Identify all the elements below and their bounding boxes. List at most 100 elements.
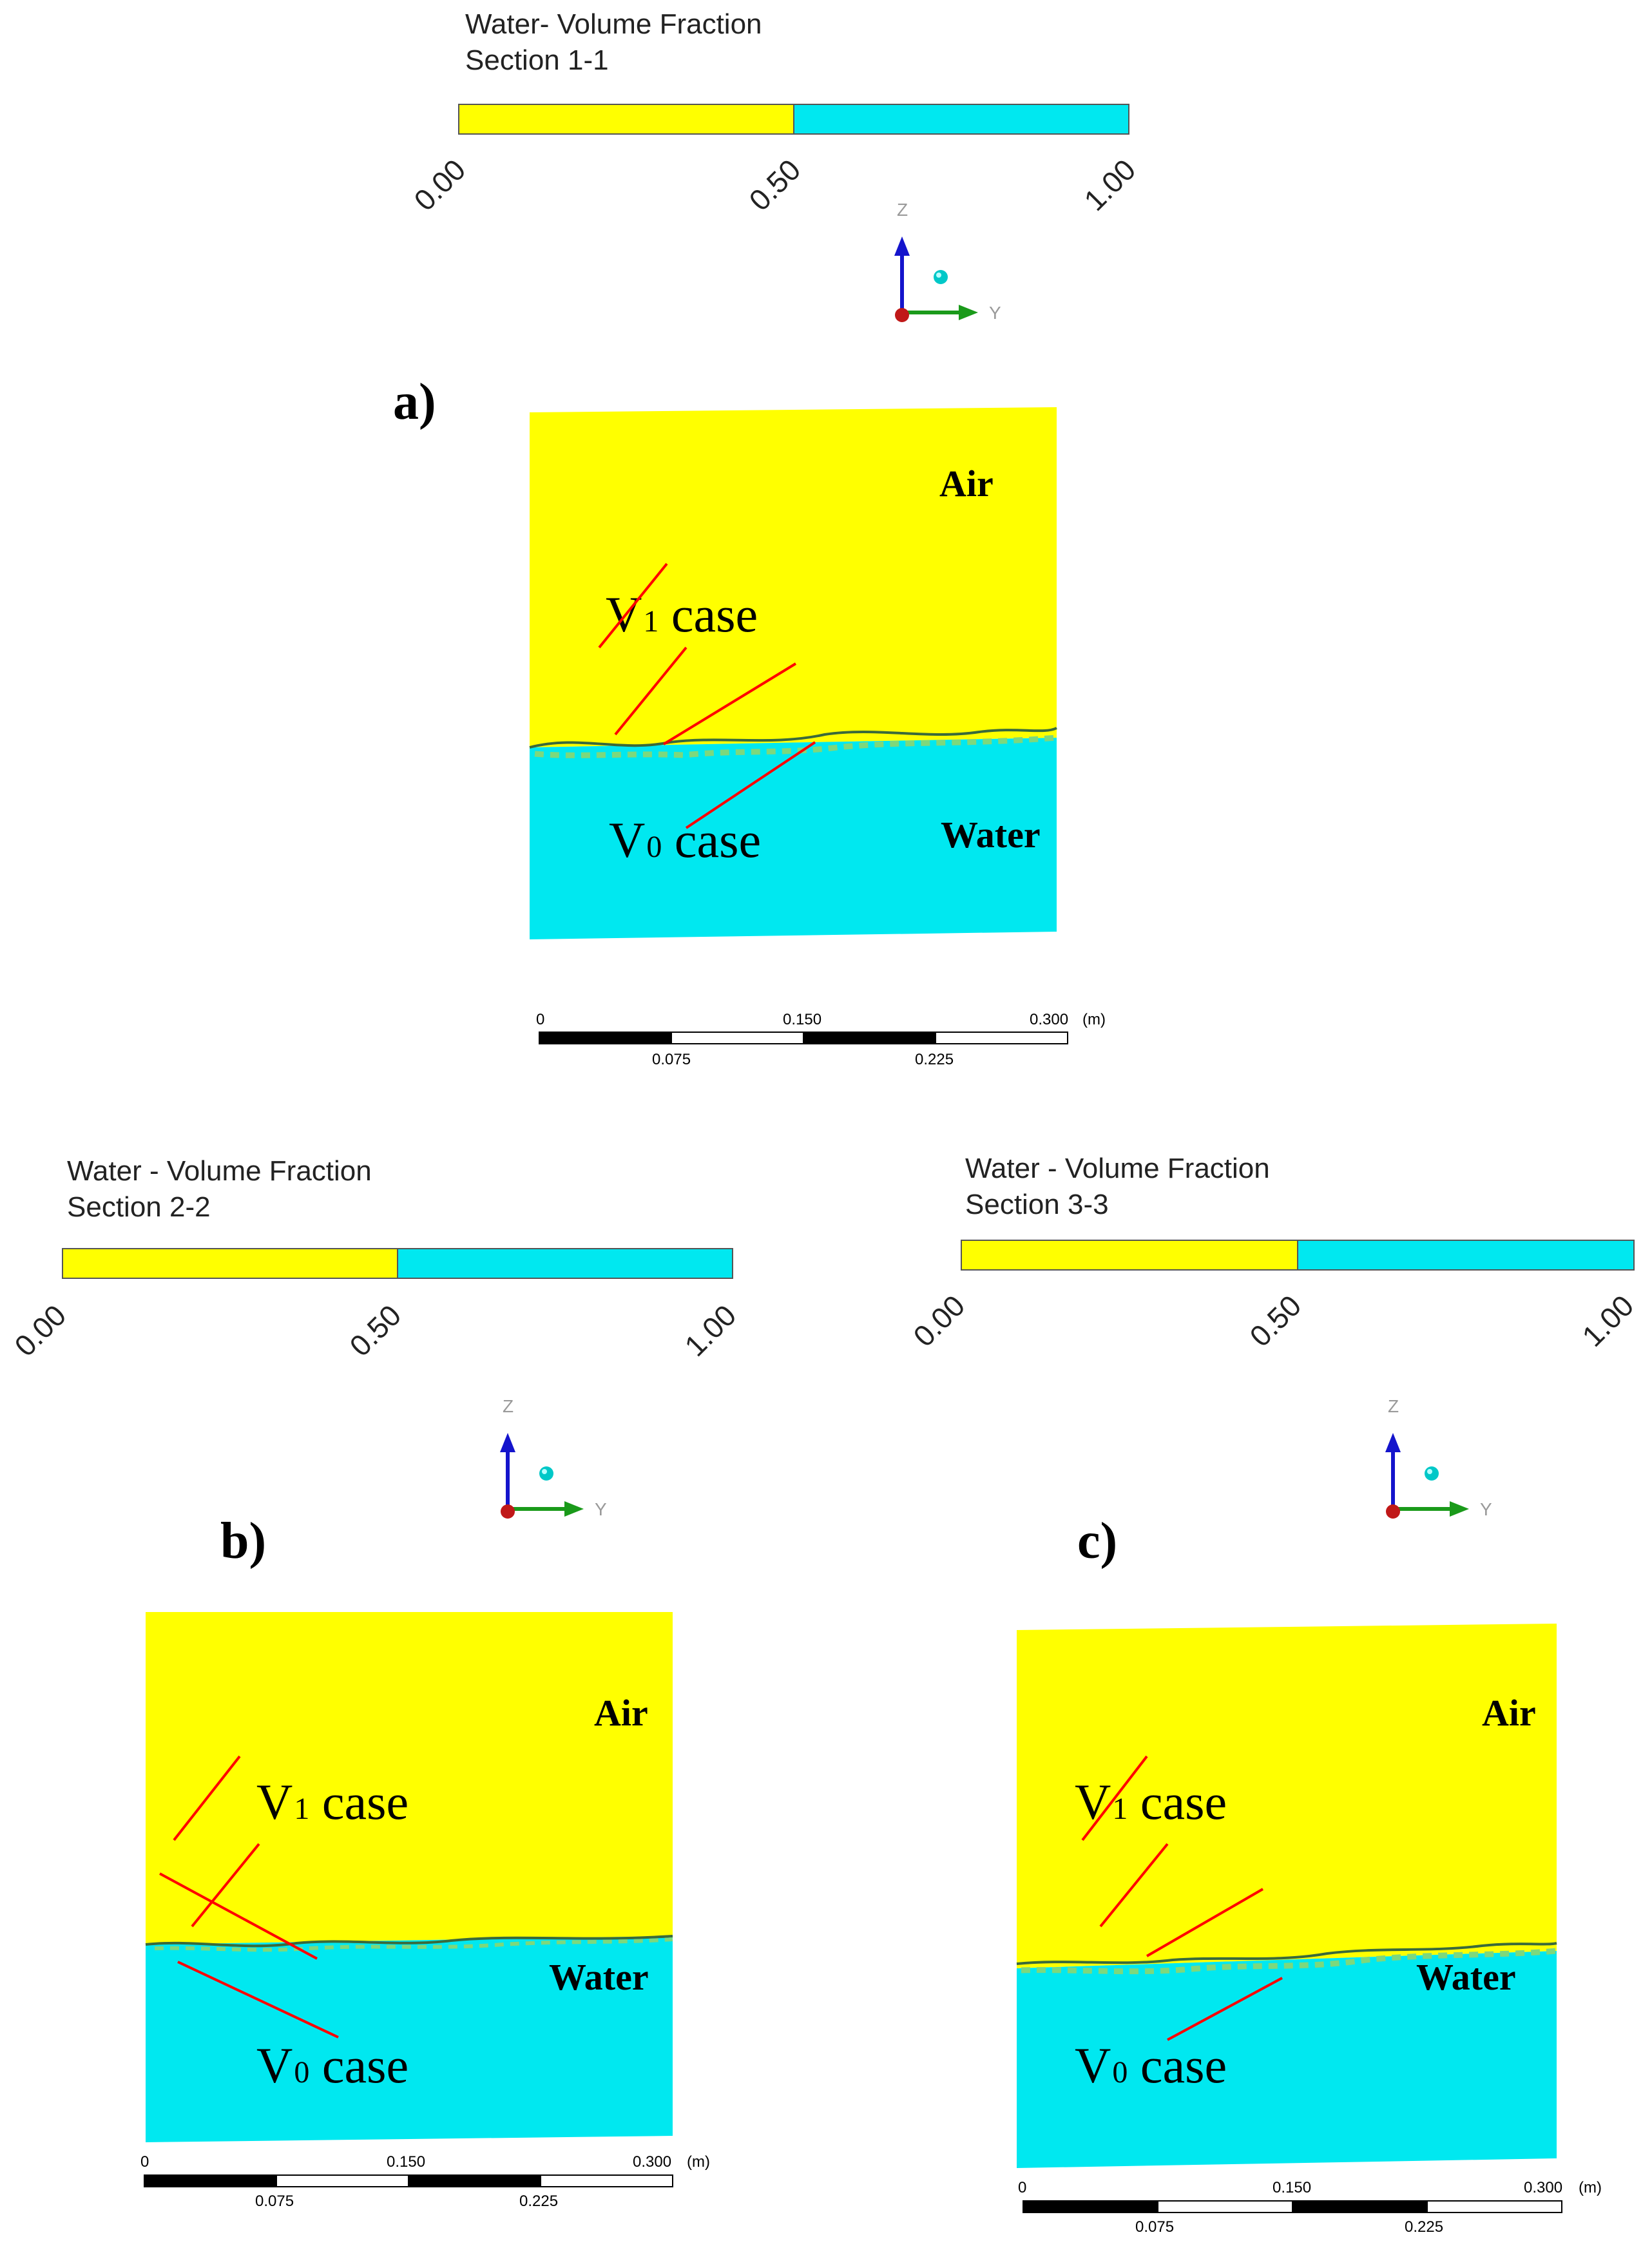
panel-label-c: c): [1077, 1513, 1117, 1569]
legend-title: Water - Volume Fraction: [67, 1155, 372, 1187]
scale-tick-0300: 0.300: [1030, 1011, 1068, 1028]
scale-tick-0300: 0.300: [633, 2153, 671, 2171]
panel-c-plot: Air Water V1 case V0 case: [1016, 1624, 1557, 2168]
legend-bar-air: [62, 1248, 398, 1279]
scale-tick-0: 0: [1018, 2179, 1026, 2196]
axis-z-label: Z: [503, 1396, 514, 1416]
legend-title: Water- Volume Fraction: [465, 8, 762, 40]
legend-tick-050: 0.50: [742, 153, 807, 217]
free-surface: [145, 1935, 673, 1948]
water-region: [530, 738, 1057, 939]
water-label: Water: [941, 814, 1041, 856]
marker-line: [598, 562, 668, 649]
marker-line: [614, 646, 687, 736]
orientation-triad-3: Z Y: [1385, 1396, 1492, 1519]
interface-foam: [534, 734, 1057, 758]
axis-z-label: Z: [1388, 1396, 1399, 1416]
orientation-triad-2: Z Y: [500, 1396, 607, 1519]
air-label: Air: [1482, 1692, 1536, 1734]
legend-tick-0: 0.00: [8, 1298, 72, 1363]
interface-foam: [1021, 1948, 1557, 1975]
scale-tick-0150: 0.150: [1273, 2179, 1311, 2196]
panel-b-plot: Air Water V1 case V0 case: [145, 1612, 673, 2142]
scale-bar-c: 0 0.150 0.300 (m) 0.075 0.225: [1018, 2179, 1602, 2236]
legend-bar-air: [458, 104, 794, 135]
scale-tick-0075: 0.075: [1135, 2218, 1174, 2236]
scale-tick-0225: 0.225: [519, 2193, 558, 2210]
legend-tick-0: 0.00: [907, 1289, 971, 1353]
axis-y-label: Y: [595, 1499, 607, 1519]
scale-tick-0: 0: [536, 1011, 544, 1028]
scale-bar-a: 0 0.150 0.300 (m) 0.075 0.225: [536, 1011, 1106, 1068]
legend-section-name: Section 2-2: [67, 1191, 211, 1223]
air-region: [146, 1612, 673, 1944]
axis-y-label: Y: [1480, 1499, 1492, 1519]
legend-bar-water: [1297, 1240, 1635, 1271]
legend-tick-1: 1.00: [678, 1298, 742, 1363]
marker-line: [1167, 1977, 1283, 2041]
orientation-triad-1: Z Y: [894, 200, 1001, 323]
marker-line: [662, 662, 797, 745]
air-region: [530, 407, 1057, 747]
scale-tick-0150: 0.150: [783, 1011, 821, 1028]
air-region: [1017, 1624, 1557, 1968]
scale-unit: (m): [1082, 1011, 1106, 1028]
interface-foam: [154, 1937, 673, 1952]
red-markers: [598, 562, 816, 829]
panel-label-a: a): [393, 374, 436, 430]
scale-unit: (m): [687, 2153, 710, 2171]
v0-case-label: V0 case: [256, 2037, 408, 2093]
water-region: [1017, 1951, 1557, 2168]
water-label: Water: [549, 1956, 649, 1998]
panel-label-b: b): [220, 1513, 266, 1569]
legend-bar-water: [793, 104, 1129, 135]
marker-line: [173, 1755, 241, 1841]
scale-bar-b: 0 0.150 0.300 (m) 0.075 0.225: [140, 2153, 710, 2210]
water-label: Water: [1416, 1956, 1516, 1998]
legend-tick-1: 1.00: [1575, 1289, 1640, 1353]
panel-a-plot: Air Water V1 case V0 case: [529, 407, 1057, 939]
legend-section-3-3: Water - Volume Fraction Section 3-3 0.00…: [907, 1153, 1640, 1353]
scale-tick-0: 0: [140, 2153, 149, 2171]
legend-tick-050: 0.50: [343, 1298, 407, 1363]
v1-case-label: V1 case: [256, 1774, 408, 1830]
legend-section-name: Section 1-1: [465, 44, 609, 76]
v1-case-label: V1 case: [606, 586, 758, 642]
scale-unit: (m): [1579, 2179, 1602, 2196]
air-label: Air: [594, 1692, 648, 1734]
marker-line: [177, 1961, 339, 2039]
legend-section-name: Section 3-3: [965, 1189, 1109, 1220]
axis-z-label: Z: [897, 200, 908, 220]
scale-tick-0225: 0.225: [1405, 2218, 1443, 2236]
legend-tick-1: 1.00: [1077, 153, 1142, 217]
scale-tick-0300: 0.300: [1524, 2179, 1562, 2196]
legend-bar-air: [961, 1240, 1298, 1271]
scale-tick-0225: 0.225: [915, 1051, 954, 1068]
water-region: [146, 1936, 673, 2142]
legend-bar-water: [397, 1248, 733, 1279]
marker-line: [685, 741, 816, 829]
marker-line: [1099, 1843, 1169, 1928]
legend-section-1-1: Water- Volume Fraction Section 1-1 0.00 …: [407, 8, 1142, 217]
marker-line: [1146, 1888, 1264, 1957]
scale-tick-0075: 0.075: [652, 1051, 691, 1068]
marker-line: [1081, 1755, 1148, 1841]
scale-tick-0075: 0.075: [255, 2193, 294, 2210]
v0-case-label: V0 case: [609, 812, 761, 868]
free-surface: [529, 727, 1057, 749]
legend-section-2-2: Water - Volume Fraction Section 2-2 0.00…: [8, 1155, 742, 1363]
scale-tick-0150: 0.150: [387, 2153, 425, 2171]
v1-case-label: V1 case: [1075, 1774, 1227, 1830]
v0-case-label: V0 case: [1075, 2037, 1227, 2093]
legend-tick-050: 0.50: [1243, 1289, 1307, 1353]
marker-line: [191, 1843, 260, 1928]
legend-tick-0: 0.00: [407, 153, 472, 217]
free-surface: [1016, 1942, 1557, 1965]
red-markers: [1081, 1755, 1283, 2041]
air-label: Air: [939, 463, 994, 504]
axis-y-label: Y: [989, 303, 1001, 323]
red-markers: [159, 1755, 339, 2039]
legend-title: Water - Volume Fraction: [965, 1153, 1270, 1184]
marker-line: [159, 1872, 318, 1960]
